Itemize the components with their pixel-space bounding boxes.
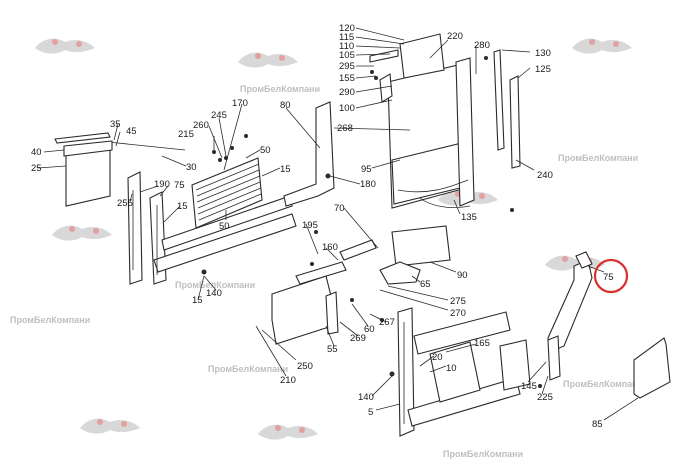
part-label-220: 220	[447, 31, 463, 42]
part-label-60: 60	[364, 324, 375, 335]
part-label-250: 250	[297, 361, 313, 372]
mid-bracket-part	[339, 225, 451, 267]
part-label-40: 40	[31, 147, 42, 158]
watermark-text: ПромБелКомпани	[443, 449, 523, 459]
logo-icon	[258, 424, 318, 440]
logo-icon	[80, 418, 140, 434]
part-label-275: 275	[450, 296, 466, 307]
watermark-text: ПромБелКомпани	[240, 84, 320, 94]
part-label-15b: 15	[177, 201, 188, 212]
part-label-50: 50	[260, 145, 271, 156]
logo-icon	[52, 225, 112, 241]
part-label-120: 120	[339, 23, 355, 34]
side-strips-part	[493, 49, 521, 169]
part-label-225: 225	[537, 392, 553, 403]
part-label-55: 55	[327, 344, 338, 355]
watermark-text: ПромБелКомпани	[563, 379, 643, 389]
logo-icon	[35, 38, 95, 54]
part-label-210: 210	[280, 375, 296, 386]
part-labels: 120 115 110 105 295 155 290 100 220 280 …	[31, 23, 614, 430]
part-label-190: 190	[154, 179, 170, 190]
mud-flap-part	[63, 140, 113, 207]
part-label-195: 195	[302, 220, 318, 231]
part-label-15c: 15	[192, 295, 203, 306]
upright-80-part	[283, 101, 335, 207]
part-label-160: 160	[322, 242, 338, 253]
logo-icon	[238, 52, 298, 68]
radiator-part	[191, 157, 263, 229]
part-label-50b: 50	[219, 221, 230, 232]
part-label-5: 5	[368, 407, 373, 418]
part-label-75: 75	[174, 180, 185, 191]
part-label-215: 215	[178, 129, 194, 140]
fastener-marks	[201, 56, 542, 388]
part-label-30: 30	[186, 162, 197, 173]
part-label-280: 280	[474, 40, 490, 51]
part-label-35: 35	[110, 119, 121, 130]
part-label-140: 140	[206, 288, 222, 299]
part-label-65: 65	[420, 279, 431, 290]
part-label-270: 270	[450, 308, 466, 319]
part-label-70: 70	[334, 203, 345, 214]
leader-lines	[37, 27, 639, 421]
part-label-268: 268	[337, 123, 353, 134]
main-panel-part	[369, 33, 475, 209]
bracket-65-part	[379, 261, 421, 285]
watermark-text: ПромБелКомпани	[558, 153, 638, 163]
part-label-170: 170	[232, 98, 248, 109]
part-label-290: 290	[339, 87, 355, 98]
part-label-75-highlighted: 75	[603, 272, 614, 283]
part-label-80: 80	[280, 100, 291, 111]
part-label-90: 90	[457, 270, 468, 281]
part-label-295: 295	[339, 61, 355, 72]
part-label-267: 267	[379, 317, 395, 328]
right-bracket-part	[547, 251, 593, 381]
part-label-145: 145	[521, 381, 537, 392]
logo-icon	[572, 38, 632, 54]
watermark-text: ПромБелКомпани	[10, 315, 90, 325]
left-frame-part	[127, 171, 297, 285]
part-label-115: 115	[339, 32, 354, 43]
part-label-105: 105	[339, 50, 355, 61]
part-label-245: 245	[211, 110, 227, 121]
highlight-circle	[593, 258, 629, 294]
part-label-130: 130	[535, 48, 551, 59]
cover-part	[271, 261, 347, 345]
lower-frame-part	[397, 307, 531, 437]
part-label-10: 10	[446, 363, 457, 374]
part-label-95: 95	[361, 164, 372, 175]
part-label-100: 100	[339, 103, 355, 114]
part-label-240: 240	[537, 170, 553, 181]
top-strip-part	[54, 132, 186, 151]
watermark-logos	[35, 38, 632, 440]
part-label-45: 45	[126, 126, 137, 137]
part-label-20: 20	[432, 352, 443, 363]
part-label-165: 165	[474, 338, 490, 349]
part-label-155: 155	[339, 73, 355, 84]
part-label-110: 110	[339, 41, 354, 52]
part-label-269: 269	[350, 333, 366, 344]
part-label-85: 85	[592, 419, 603, 430]
part-label-15: 15	[280, 164, 291, 175]
panel-85-part	[633, 337, 671, 399]
part-label-180: 180	[360, 179, 376, 190]
part-label-260: 260	[193, 120, 209, 131]
part-label-255: 255	[117, 198, 133, 209]
part-label-140b: 140	[358, 392, 374, 403]
watermark-text: ПромБелКомпани	[208, 364, 288, 374]
watermark-text: ПромБелКомпани	[175, 280, 255, 290]
part-label-135: 135	[461, 212, 477, 223]
part-label-125: 125	[535, 64, 551, 75]
part-label-25: 25	[31, 163, 42, 174]
